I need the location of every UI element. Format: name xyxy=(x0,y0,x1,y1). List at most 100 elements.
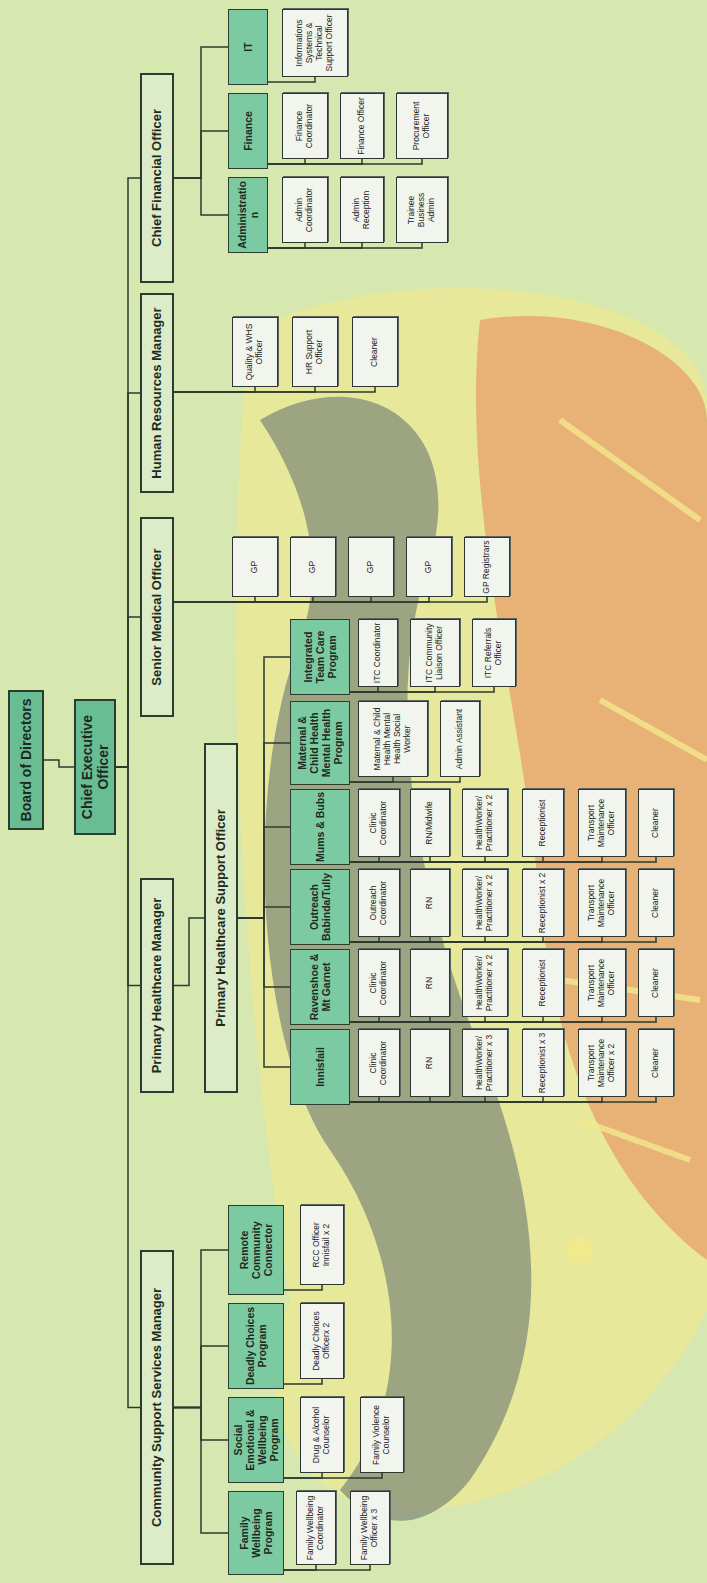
role-box: GP xyxy=(348,537,394,597)
node-label: Social Emotional & Wellbeing Program xyxy=(232,1400,280,1480)
role-box: Deadly Choices Officerx 2 xyxy=(300,1303,344,1379)
org-connector xyxy=(350,857,656,862)
org-connector xyxy=(268,159,422,164)
role-box: Clinic Coordinator xyxy=(358,949,400,1017)
node-label: Finance xyxy=(242,111,254,151)
node-label: GP xyxy=(250,561,260,573)
role-box: Receptionist x 2 xyxy=(522,869,564,937)
role-box: Receptionist xyxy=(522,949,564,1017)
program-header: IT xyxy=(228,9,268,85)
node-label: ITC Coordinator xyxy=(373,623,383,683)
node-label: Clinic Coordinator xyxy=(369,952,389,1014)
node-label: GP xyxy=(366,561,376,573)
role-box: RN xyxy=(410,1029,450,1097)
node-label: Family Violence Counselor xyxy=(372,1400,392,1470)
role-box: Maternal & Child Health Mental Health So… xyxy=(358,701,428,777)
node-label: Human Resources Manager xyxy=(150,307,165,478)
node-label: Chief Financial Officer xyxy=(150,109,165,247)
role-box: Quality & WHS Officer xyxy=(232,317,278,387)
org-connector xyxy=(174,1408,228,1534)
node-label: Admin Coordinator xyxy=(295,180,315,240)
role-box: Procurement Officer xyxy=(396,93,448,159)
role-box: Outreach Coordinator xyxy=(358,869,400,937)
role-box: GP xyxy=(232,537,278,597)
node-label: IT xyxy=(242,42,254,51)
manager-box: Primary Healthcare Support Officer xyxy=(204,743,238,1093)
node-label: Administration xyxy=(236,180,260,250)
node-label: Community Support Services Manager xyxy=(150,1288,165,1527)
program-header: Integrated Team Care Program xyxy=(290,619,350,695)
bird-eye xyxy=(567,1237,593,1263)
role-box: Admin Reception xyxy=(340,177,384,243)
manager-box: Senior Medical Officer xyxy=(140,517,174,717)
role-box: Family Violence Counselor xyxy=(360,1397,404,1473)
org-connector xyxy=(174,918,204,986)
role-box: Transport Maintenance Officer xyxy=(578,949,626,1017)
node-label: Transport Maintenance Officer x 2 xyxy=(587,1032,616,1094)
org-connector xyxy=(44,760,74,767)
node-label: Finance Coordinator xyxy=(295,96,315,156)
org-connector xyxy=(350,937,656,942)
node-label: Clinic Coordinator xyxy=(369,792,389,854)
role-box: GP xyxy=(290,537,336,597)
role-box: Family Wellbeing Officer x 3 xyxy=(350,1491,390,1565)
node-label: HealthWorker/ Practitioner x 3 xyxy=(475,1032,495,1094)
program-header: Finance xyxy=(228,93,268,169)
role-box: RN/Midwife xyxy=(410,789,450,857)
node-label: ITC Referrals Officer xyxy=(484,622,504,684)
node-label: Outreach Coordinator xyxy=(369,872,389,934)
role-box: ITC Coordinator xyxy=(358,619,398,687)
org-connector xyxy=(238,918,290,1067)
program-header: Maternal & Child Health Mental Health Pr… xyxy=(290,701,350,785)
node-label: Family Wellbeing Program xyxy=(238,1494,274,1572)
node-label: Cleaner xyxy=(651,968,661,998)
node-label: HealthWorker/ Practitioner x 2 xyxy=(475,872,495,934)
node-label: Receptionist x 3 xyxy=(538,1033,548,1093)
org-connector xyxy=(350,777,460,782)
node-label: Receptionist xyxy=(538,800,548,847)
node-label: HealthWorker/ Practitioner x 2 xyxy=(475,952,495,1014)
program-header: Deadly Choices Program xyxy=(228,1303,284,1389)
node-label: Innisfail xyxy=(314,1047,326,1087)
program-header: Mums & Bubs xyxy=(290,789,350,865)
org-connector xyxy=(350,1017,656,1022)
org-connector xyxy=(268,243,422,248)
manager-box: Chief Financial Officer xyxy=(140,73,174,283)
program-header: Administration xyxy=(228,177,268,253)
node-label: RCC Officer Innisfail x 2 xyxy=(312,1208,332,1282)
node-label: HR Support Officer xyxy=(305,320,325,384)
program-header: Innisfail xyxy=(290,1029,350,1105)
node-label: GP xyxy=(308,561,318,573)
bird-wing xyxy=(476,316,707,1260)
manager-box: Community Support Services Manager xyxy=(140,1250,174,1565)
role-box: Finance Coordinator xyxy=(282,93,328,159)
manager-box: Human Resources Manager xyxy=(140,293,174,493)
org-connector xyxy=(174,387,375,392)
role-box: Receptionist x 3 xyxy=(522,1029,564,1097)
program-header: Outreach Babinda/Tully xyxy=(290,869,350,945)
node-label: GP xyxy=(424,561,434,573)
org-connector xyxy=(350,1097,656,1102)
role-box: Cleaner xyxy=(638,949,674,1017)
manager-box: Primary Healthcare Manager xyxy=(140,878,174,1093)
node-label: Board of Directors xyxy=(18,699,34,822)
node-label: Senior Medical Officer xyxy=(150,548,165,685)
org-connector xyxy=(238,657,290,918)
node-label: Ravenshoe & Mt Garnet xyxy=(308,952,332,1022)
org-connector xyxy=(174,1408,228,1441)
role-box: Cleaner xyxy=(638,789,674,857)
org-connector xyxy=(284,1473,382,1478)
node-label: GP Registrars xyxy=(482,540,492,593)
org-connector xyxy=(284,1285,322,1290)
node-label: Cleaner xyxy=(651,1048,661,1078)
org-connector xyxy=(284,1379,322,1384)
node-label: Mums & Bubs xyxy=(314,792,326,862)
node-label: Family Wellbeing Officer x 3 xyxy=(360,1494,380,1562)
role-box: Cleaner xyxy=(352,317,398,387)
org-connector xyxy=(174,1250,228,1408)
role-box: RN xyxy=(410,949,450,1017)
node-label: Maternal & Child Health Mental Health Pr… xyxy=(296,704,344,782)
node-label: Deadly Choices Officerx 2 xyxy=(312,1306,332,1376)
role-box: Cleaner xyxy=(638,869,674,937)
